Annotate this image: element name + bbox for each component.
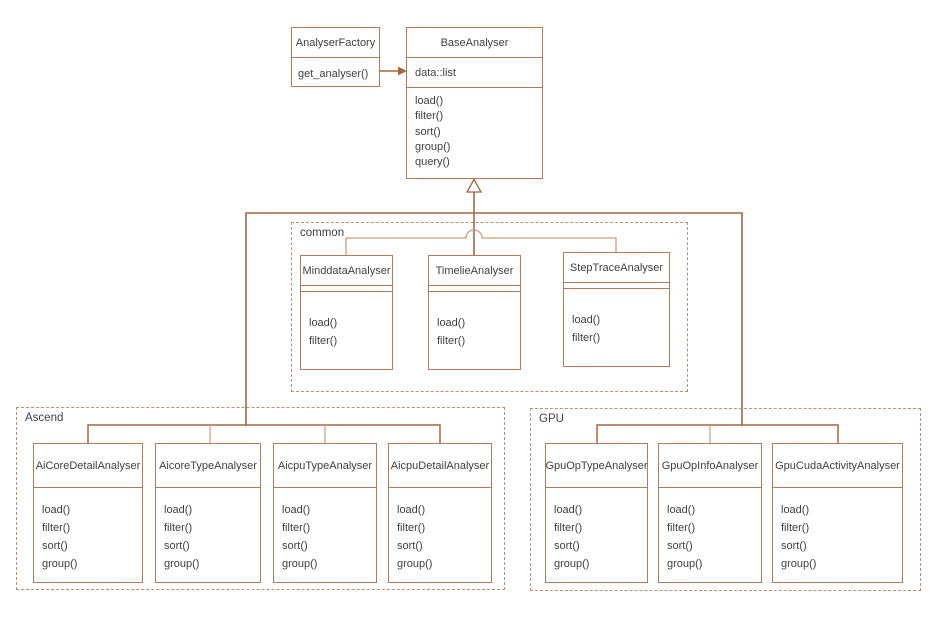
class-method: filter() [667, 522, 696, 534]
ascend-branch-line [87, 424, 441, 443]
class-timelieanalyser: TimelieAnalyser load() filter() [428, 255, 521, 370]
class-method: sort() [781, 540, 807, 552]
class-analyserfactory: AnalyserFactory get_analyser() [291, 27, 380, 87]
class-method: filter() [309, 335, 338, 347]
class-title: GpuOpTypeAnalyser [546, 444, 647, 488]
class-method: get_analyser() [298, 68, 369, 80]
class-attribute-empty [564, 283, 669, 289]
group-label: common [300, 227, 345, 239]
class-method: load() [667, 504, 696, 516]
class-title: AiCoreDetailAnalyser [34, 444, 142, 488]
class-method: sort() [164, 540, 190, 552]
class-attribute: data::list [407, 58, 542, 88]
class-baseanalyser: BaseAnalyser data::list load() filter() … [406, 27, 543, 179]
class-method: sort() [42, 540, 68, 552]
class-method: group() [42, 558, 78, 570]
class-title: AicpuDetailAnalyser [389, 444, 491, 488]
class-aicoretypeanalyser: AicoreTypeAnalyser load() filter() sort(… [155, 443, 261, 583]
class-method: group() [164, 558, 200, 570]
group-common: common [291, 222, 688, 392]
class-gpuoptypeanalyser: GpuOpTypeAnalyser load() filter() sort()… [545, 443, 648, 583]
class-method: group() [667, 558, 703, 570]
class-method: group() [554, 558, 590, 570]
class-method: filter() [554, 522, 583, 534]
class-method: group() [415, 140, 451, 153]
class-method: group() [397, 558, 433, 570]
group-ascend: Ascend [16, 407, 505, 590]
class-method: sort() [554, 540, 580, 552]
group-label: Ascend [25, 412, 64, 424]
class-method: filter() [282, 522, 311, 534]
class-title: AicoreTypeAnalyser [156, 444, 260, 488]
class-title: MinddataAnalyser [301, 256, 392, 286]
main-branch-line [245, 212, 743, 425]
class-gpuopinfoanalyser: GpuOpInfoAnalyser load() filter() sort()… [658, 443, 762, 583]
class-title: TimelieAnalyser [429, 256, 520, 286]
class-method: group() [781, 558, 817, 570]
class-method: group() [282, 558, 318, 570]
class-method: load() [164, 504, 193, 516]
class-aicputypeanalyser: AicpuTypeAnalyser load() filter() sort()… [273, 443, 377, 583]
class-method: load() [309, 317, 338, 329]
group-gpu: GPU [530, 408, 921, 591]
class-gpucudaactivityanalyser: GpuCudaActivityAnalyser load() filter() … [772, 443, 903, 583]
class-method: sort() [397, 540, 423, 552]
class-title: AnalyserFactory [292, 28, 379, 58]
class-method: load() [437, 317, 466, 329]
class-method: filter() [397, 522, 426, 534]
class-method: filter() [415, 110, 444, 123]
inheritance-triangle-icon [465, 178, 483, 193]
class-method: load() [282, 504, 311, 516]
class-method: load() [572, 314, 601, 326]
class-title: StepTraceAnalyser [564, 253, 669, 283]
class-title: BaseAnalyser [407, 28, 542, 58]
class-title: AicpuTypeAnalyser [274, 444, 376, 488]
class-method: load() [42, 504, 71, 516]
class-steptraceanalyser: StepTraceAnalyser load() filter() [563, 252, 670, 367]
class-attribute-empty [301, 286, 392, 292]
class-aicpudetailanalyser: AicpuDetailAnalyser load() filter() sort… [388, 443, 492, 583]
class-method: filter() [437, 335, 466, 347]
class-method: sort() [282, 540, 308, 552]
class-method: filter() [42, 522, 71, 534]
class-method: filter() [572, 332, 601, 344]
class-method: load() [781, 504, 810, 516]
class-aicoredetailanalyser: AiCoreDetailAnalyser load() filter() sor… [33, 443, 143, 583]
class-method: filter() [781, 522, 810, 534]
class-minddataanalyser: MinddataAnalyser load() filter() [300, 255, 393, 370]
class-method: filter() [164, 522, 193, 534]
class-method: sort() [415, 125, 441, 138]
common-branch-line [345, 229, 617, 255]
class-title: GpuCudaActivityAnalyser [773, 444, 902, 488]
class-attribute-empty [429, 286, 520, 292]
group-label: GPU [539, 413, 564, 425]
arrowhead-icon [398, 66, 407, 76]
class-method: load() [397, 504, 426, 516]
class-method: load() [415, 95, 444, 107]
class-method: load() [554, 504, 583, 516]
class-method: sort() [667, 540, 693, 552]
gpu-branch-line [596, 424, 839, 443]
class-title: GpuOpInfoAnalyser [659, 444, 761, 488]
class-method: query() [415, 156, 450, 169]
